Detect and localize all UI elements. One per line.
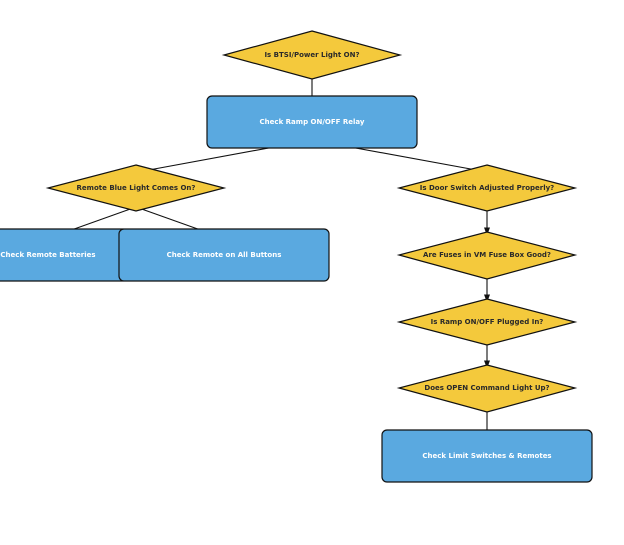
- node-label: Remote Blue Light Comes On?: [77, 184, 196, 192]
- decision-ramp-plugged: Is Ramp ON/OFF Plugged In?: [396, 298, 578, 346]
- nodes: Is BTSI/Power Light ON? Check Ramp ON/OF…: [0, 30, 593, 483]
- process-ramp-relay: Check Ramp ON/OFF Relay: [206, 95, 418, 149]
- decision-shape: [396, 164, 578, 212]
- decision-power-light: Is BTSI/Power Light ON?: [221, 30, 403, 80]
- decision-shape: [221, 30, 403, 80]
- process-remote-buttons: Check Remote on All Buttons: [118, 228, 330, 282]
- process-remote-batteries: Check Remote Batteries: [0, 228, 129, 282]
- decision-shape: [396, 231, 578, 280]
- node-label: Check Remote on All Buttons: [167, 251, 282, 259]
- node-label: Check Ramp ON/OFF Relay: [260, 118, 365, 126]
- node-label: Is Ramp ON/OFF Plugged In?: [431, 318, 544, 326]
- decision-open-command: Does OPEN Command Light Up?: [396, 364, 578, 413]
- node-label: Are Fuses in VM Fuse Box Good?: [423, 251, 551, 259]
- decision-shape: [396, 298, 578, 346]
- node-label: Is BTSI/Power Light ON?: [264, 51, 359, 59]
- process-limit-switches: Check Limit Switches & Remotes: [381, 429, 593, 483]
- process-shape: [118, 228, 330, 282]
- node-label: Does OPEN Command Light Up?: [424, 384, 549, 392]
- node-label: Is Door Switch Adjusted Properly?: [420, 184, 555, 192]
- decision-shape: [45, 164, 227, 212]
- process-shape: [206, 95, 418, 149]
- process-shape: [381, 429, 593, 483]
- node-label: Check Limit Switches & Remotes: [422, 452, 551, 460]
- decision-remote-light: Remote Blue Light Comes On?: [45, 164, 227, 212]
- node-label: Check Remote Batteries: [0, 251, 95, 259]
- decision-vm-fuses: Are Fuses in VM Fuse Box Good?: [396, 231, 578, 280]
- decision-shape: [396, 364, 578, 413]
- decision-door-switch: Is Door Switch Adjusted Properly?: [396, 164, 578, 212]
